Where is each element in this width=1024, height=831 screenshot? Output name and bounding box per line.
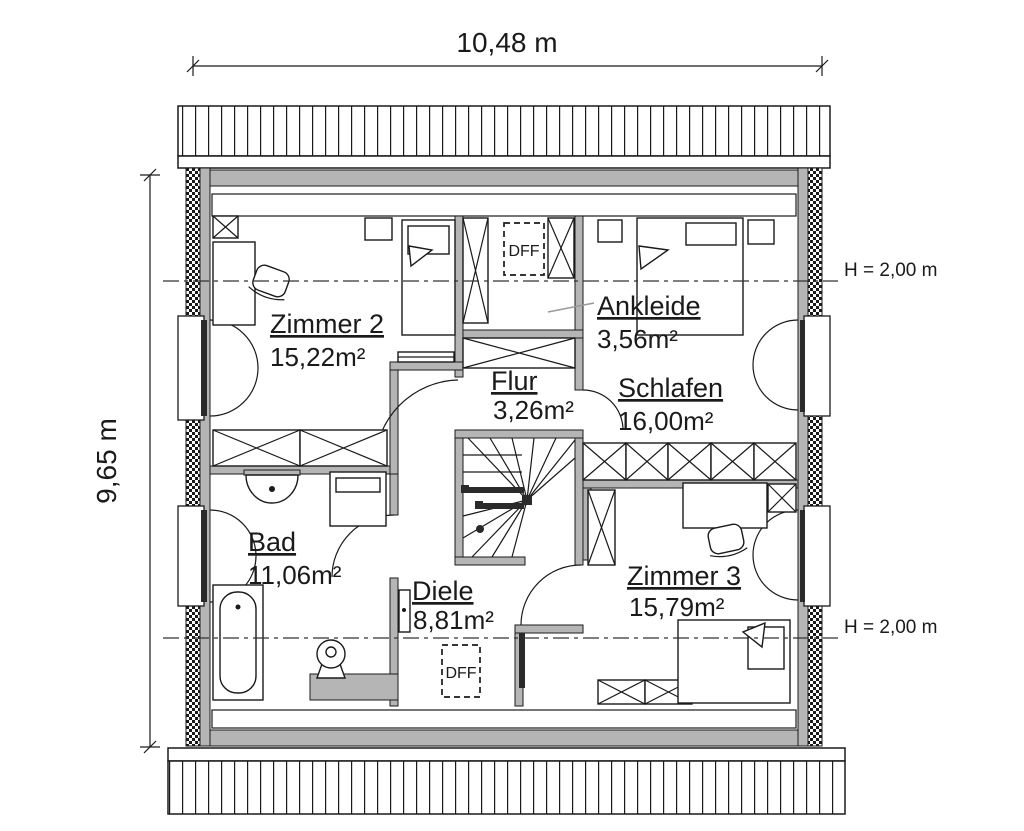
height-label-bottom: H = 2,00 m [844,617,937,638]
label-zimmer2-name: Zimmer 2 [270,309,384,339]
label-ankleide-name: Ankleide [597,291,701,321]
hatched-wall-right [807,167,823,747]
nightstand-zimmer2 [364,217,393,241]
desk-zimmer2 [212,241,256,326]
label-zimmer2-area: 15,22m² [270,342,366,372]
label-schlafen-name: Schlafen [618,373,723,403]
hatched-wall-left [185,167,201,747]
room-labels: Zimmer 2 15,22m² Ankleide 3,56m² Flur 3,… [248,291,741,635]
door-zimmer3 [520,564,582,626]
sink-bad [243,469,301,504]
roof-windows: DFF DFF [441,222,545,698]
closet-row-schlafen [582,442,797,481]
shelf-zimmer2 [397,351,455,363]
knee-wall-strip-bottom [211,709,797,729]
windows [177,315,831,607]
label-flur-name: Flur [491,366,538,396]
roof-overhang-top [177,105,831,169]
closet-ankleide-left [462,217,489,324]
stair-newel [522,495,532,505]
dimension-top: 10,48 m [186,27,829,76]
label-zimmer3-area: 15,79m² [629,592,725,622]
ankleide-leader-line [547,302,595,313]
closet-zimmer3-tall [587,489,616,566]
bed-zimmer3 [677,619,791,704]
roof-window-top [503,222,545,276]
door-leaf-zimmer3 [519,633,525,688]
closet-flur [462,337,576,369]
roof-window-bottom-label: DFF [445,665,476,682]
closet-row-zimmer2 [212,429,388,467]
label-flur-area: 3,26m² [493,395,574,425]
label-diele-area: 8,81m² [413,605,494,635]
roof-window-top-label: DFF [508,243,539,260]
window-schlafen [752,315,831,417]
roof-window-bottom [441,644,481,698]
stair-railing-lower [478,503,524,509]
closet-ankleide-right [547,217,575,279]
staircase [461,437,576,558]
window-zimmer2 [177,315,259,421]
window-zimmer3 [752,505,831,607]
door-schlafen [582,389,624,431]
label-bad-name: Bad [248,527,296,557]
label-bad-area: 11,06m² [248,560,342,590]
label-diele-name: Diele [412,576,474,606]
closet-zimmer3-corner [767,483,797,513]
furniture [212,217,791,704]
dimension-left: 9,65 m [91,168,160,754]
nightstand-schlafen-right [747,219,775,245]
stair-railing-upper [464,487,524,493]
closets [212,215,797,705]
height-label-top: H = 2,00 m [844,260,937,281]
shower-bad [329,471,387,527]
chair-zimmer3 [707,523,748,558]
nightstand-schlafen-left [597,219,623,243]
label-ankleide-area: 3,56m² [597,324,678,354]
label-zimmer3-name: Zimmer 3 [627,561,741,591]
bathtub-bad [212,584,264,701]
height-lines: H = 2,00 m H = 2,00 m [163,260,937,639]
knee-wall-strip-top [211,193,797,217]
bed-schlafen [636,217,744,336]
toilet-bad [309,639,399,701]
height-dimension-label: 9,65 m [91,418,122,504]
chair-zimmer2 [248,264,290,301]
width-dimension-label: 10,48 m [456,27,557,58]
closet-zimmer2-corner [212,215,239,239]
label-schlafen-area: 16,00m² [618,406,714,436]
desk-zimmer3 [682,482,768,529]
roof-overhang-bottom [167,747,846,815]
bed-zimmer2 [401,219,456,336]
